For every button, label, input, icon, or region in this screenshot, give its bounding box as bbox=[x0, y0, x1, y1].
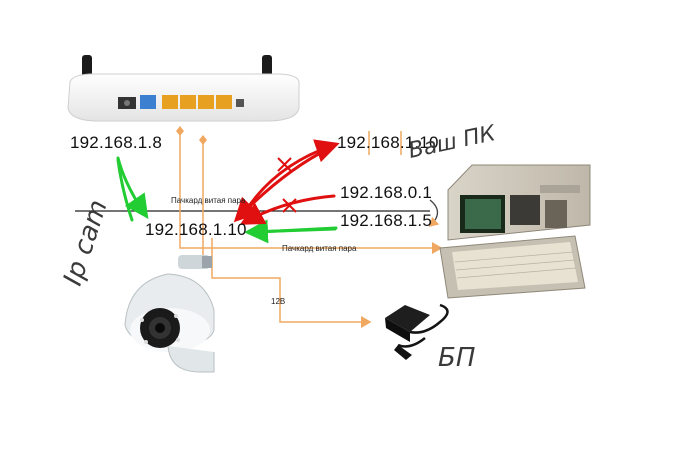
cross-marks bbox=[277, 157, 297, 213]
router-icon bbox=[67, 55, 300, 122]
target-ip-label-2: 192.168.0.1 bbox=[340, 183, 433, 202]
power-cable-label: 12В bbox=[271, 297, 286, 306]
camera-ip-label: 192.168.1.10 bbox=[145, 220, 247, 239]
target-ip-label-1: 192.168.1.10 bbox=[337, 133, 439, 152]
power-adapter-icon bbox=[385, 303, 449, 360]
computer-icon bbox=[439, 164, 591, 299]
target-ip-label-3: 192.168.1.5 bbox=[340, 211, 433, 230]
router-ip-label: 192.168.1.8 bbox=[70, 133, 163, 152]
ip-camera-icon bbox=[124, 255, 215, 373]
psu-handwritten-label: БП bbox=[438, 343, 476, 373]
ok-arrows bbox=[116, 156, 338, 244]
patch-cord-label-1: Пачкард витая пара bbox=[171, 196, 246, 205]
patch-cord-label-2: Пачкард витая пара bbox=[282, 244, 357, 253]
